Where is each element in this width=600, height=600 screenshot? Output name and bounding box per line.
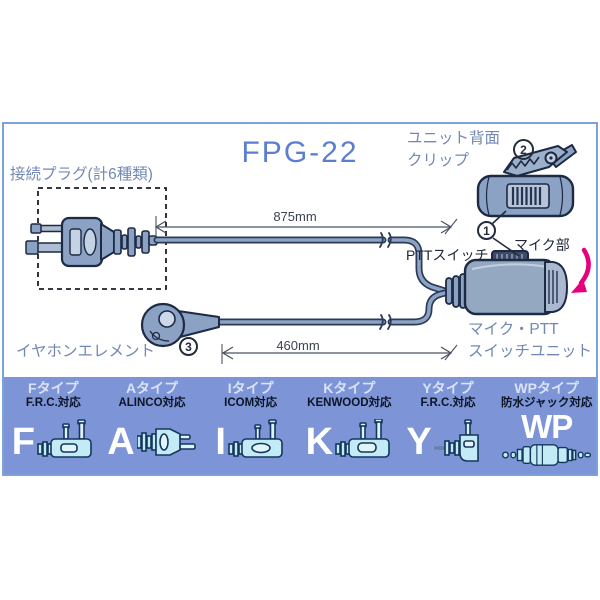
type-col-wp: WPタイプ 防水ジャック対応 WP <box>497 377 596 474</box>
type-letter-y: Y <box>406 421 432 463</box>
type-compat-f: F.R.C.対応 <box>25 397 81 409</box>
mic-part-label: マイク部 <box>514 237 570 253</box>
callout-2: 2 <box>513 139 534 160</box>
type-col-i: Iタイプ ICOM対応 I <box>201 377 300 474</box>
type-name-k: Kタイプ <box>323 380 376 396</box>
earphone-element-label: イヤホンエレメント <box>16 343 156 360</box>
type-name-f: Fタイプ <box>28 380 79 396</box>
cable-length-top-label: 875mm <box>273 209 317 224</box>
type-col-a: Aタイプ ALINCO対応 A <box>103 377 202 474</box>
type-col-f: Fタイプ F.R.C.対応 F <box>4 377 103 474</box>
mic-ptt-unit-label: マイク・PTT スイッチユニット <box>468 321 593 360</box>
type-name-y: Yタイプ <box>422 380 474 396</box>
type-letter-wp: WP <box>521 408 573 445</box>
cable-length-bottom-label: 460mm <box>276 338 320 353</box>
type-compat-i: ICOM対応 <box>224 397 278 409</box>
plug-a-icon <box>136 428 196 456</box>
product-title: FPG-22 <box>241 136 359 169</box>
type-compat-wp: 防水ジャック対応 <box>500 397 593 409</box>
connector-plug-label: 接続プラグ(計6種類) <box>10 166 153 183</box>
plug-i-icon <box>228 419 283 458</box>
plug-wp-icon <box>501 444 591 466</box>
type-name-wp: WPタイプ <box>514 380 579 396</box>
callout-1: 1 <box>477 221 496 240</box>
ptt-switch-label: PTTスイッチ <box>406 247 489 263</box>
type-compat-y: F.R.C.対応 <box>420 397 476 409</box>
callout-3: 3 <box>179 337 198 356</box>
plug-f-icon <box>37 419 92 458</box>
type-letter-f: F <box>11 421 35 463</box>
type-letter-k: K <box>305 421 334 463</box>
unit-back-clip-label: ユニット背面 クリップ <box>407 130 501 169</box>
type-name-i: Iタイプ <box>227 380 274 396</box>
type-compat-k: KENWOOD対応 <box>307 397 392 409</box>
type-compat-a: ALINCO対応 <box>118 397 186 409</box>
plug-type-band: Fタイプ F.R.C.対応 F Aタイプ ALINCO対応 <box>4 377 596 474</box>
type-letter-a: A <box>107 421 135 463</box>
plug-k-icon <box>335 419 390 458</box>
type-name-a: Aタイプ <box>125 380 179 396</box>
plug-y-icon <box>433 419 479 462</box>
type-col-y: Yタイプ F.R.C.対応 Y <box>399 377 498 474</box>
type-col-k: Kタイプ KENWOOD対応 K <box>300 377 399 474</box>
type-letter-i: I <box>215 421 226 463</box>
